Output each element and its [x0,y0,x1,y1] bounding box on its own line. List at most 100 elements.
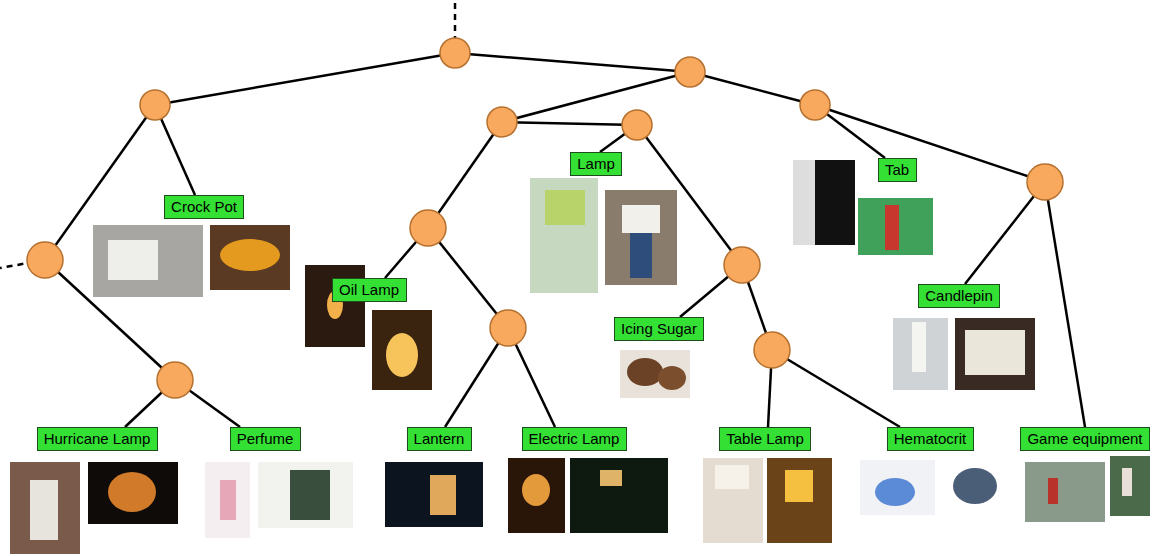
photo [860,460,935,515]
photo-detail [630,233,652,278]
label-text: Perfume [237,430,294,448]
photo-detail [1048,478,1058,504]
photo [385,462,483,527]
tree-line [455,53,690,72]
label-text: Candlepin [925,287,993,305]
label-text: Lantern [414,430,465,448]
photo [893,318,948,390]
photo-detail [658,366,686,390]
tree-circle [487,107,517,137]
label-text: Oil Lamp [339,281,399,299]
photo-detail [793,160,815,245]
category-label: Crock Pot [164,195,244,219]
tree-circle [27,242,63,278]
photo-detail [1122,468,1132,496]
photo-detail [522,474,550,506]
category-label: Table Lamp [719,427,811,451]
photo-detail [220,480,236,520]
photo-detail [545,190,585,225]
label-text: Tab [885,161,909,179]
photo [858,198,933,255]
category-label: Hematocrit [887,427,974,451]
category-label: Lamp [570,152,622,176]
tree-circle [140,90,170,120]
photo-detail [622,205,660,233]
photo [530,178,598,293]
photo [258,462,353,528]
category-label: Tab [878,158,917,182]
category-label: Lantern [407,427,472,451]
photo [508,458,565,533]
label-text: Hurricane Lamp [44,430,151,448]
tree-circle [440,38,470,68]
photo-detail [715,465,749,489]
photo [93,225,203,297]
photo [703,458,763,543]
photo [10,462,80,554]
photo-detail [953,468,997,504]
photo-detail [912,322,926,372]
photo [955,318,1035,390]
photo [1025,462,1105,522]
photo [210,225,290,290]
tree-line [965,182,1045,284]
tree-circle [1027,164,1063,200]
tree-circle [724,247,760,283]
tree-circle [410,210,446,246]
photo-detail [875,478,915,506]
photo-detail [386,333,418,377]
photos [10,160,1150,554]
label-text: Hematocrit [894,430,967,448]
tree-lines [0,0,1085,427]
tree-circle [157,362,193,398]
photo-detail [785,470,813,502]
photo [570,458,668,533]
tree-line [428,228,508,328]
tree-line [1045,182,1085,427]
tree-circle [622,110,652,140]
category-label: Electric Lamp [522,427,627,451]
photo-detail [627,358,663,386]
label-text: Lamp [577,155,615,173]
label-text: Game equipment [1027,430,1142,448]
tree-line [772,350,900,427]
label-text: Icing Sugar [621,320,697,338]
photo-detail [600,470,622,486]
photo-detail [220,239,280,271]
tree-line [502,122,637,125]
category-label: Candlepin [918,284,1000,308]
photo [205,462,250,538]
photo [605,190,677,285]
category-label: Oil Lamp [332,278,407,302]
category-label: Game equipment [1020,427,1150,451]
photo-detail [965,330,1025,375]
tree-line [428,122,502,228]
label-text: Table Lamp [726,430,804,448]
photo [1110,456,1150,516]
photo-detail [290,470,330,520]
tree-line [502,72,690,122]
category-label: Perfume [230,427,301,451]
label-text: Electric Lamp [529,430,620,448]
category-label: Hurricane Lamp [37,427,158,451]
tree-line [690,72,815,105]
tree-line [155,53,455,105]
tree-circle [754,332,790,368]
photo-detail [30,480,58,540]
photo-detail [108,240,158,280]
photo [620,350,690,398]
photo [88,462,178,524]
tree-circle [800,90,830,120]
tree-circle [490,310,526,346]
photo-detail [108,472,156,512]
tree-circle [675,57,705,87]
photo-detail [885,205,899,250]
photo [945,460,1005,515]
category-label: Icing Sugar [614,317,704,341]
photo [793,160,855,245]
photo [372,310,432,390]
photo-detail [430,475,456,515]
label-text: Crock Pot [171,198,237,216]
